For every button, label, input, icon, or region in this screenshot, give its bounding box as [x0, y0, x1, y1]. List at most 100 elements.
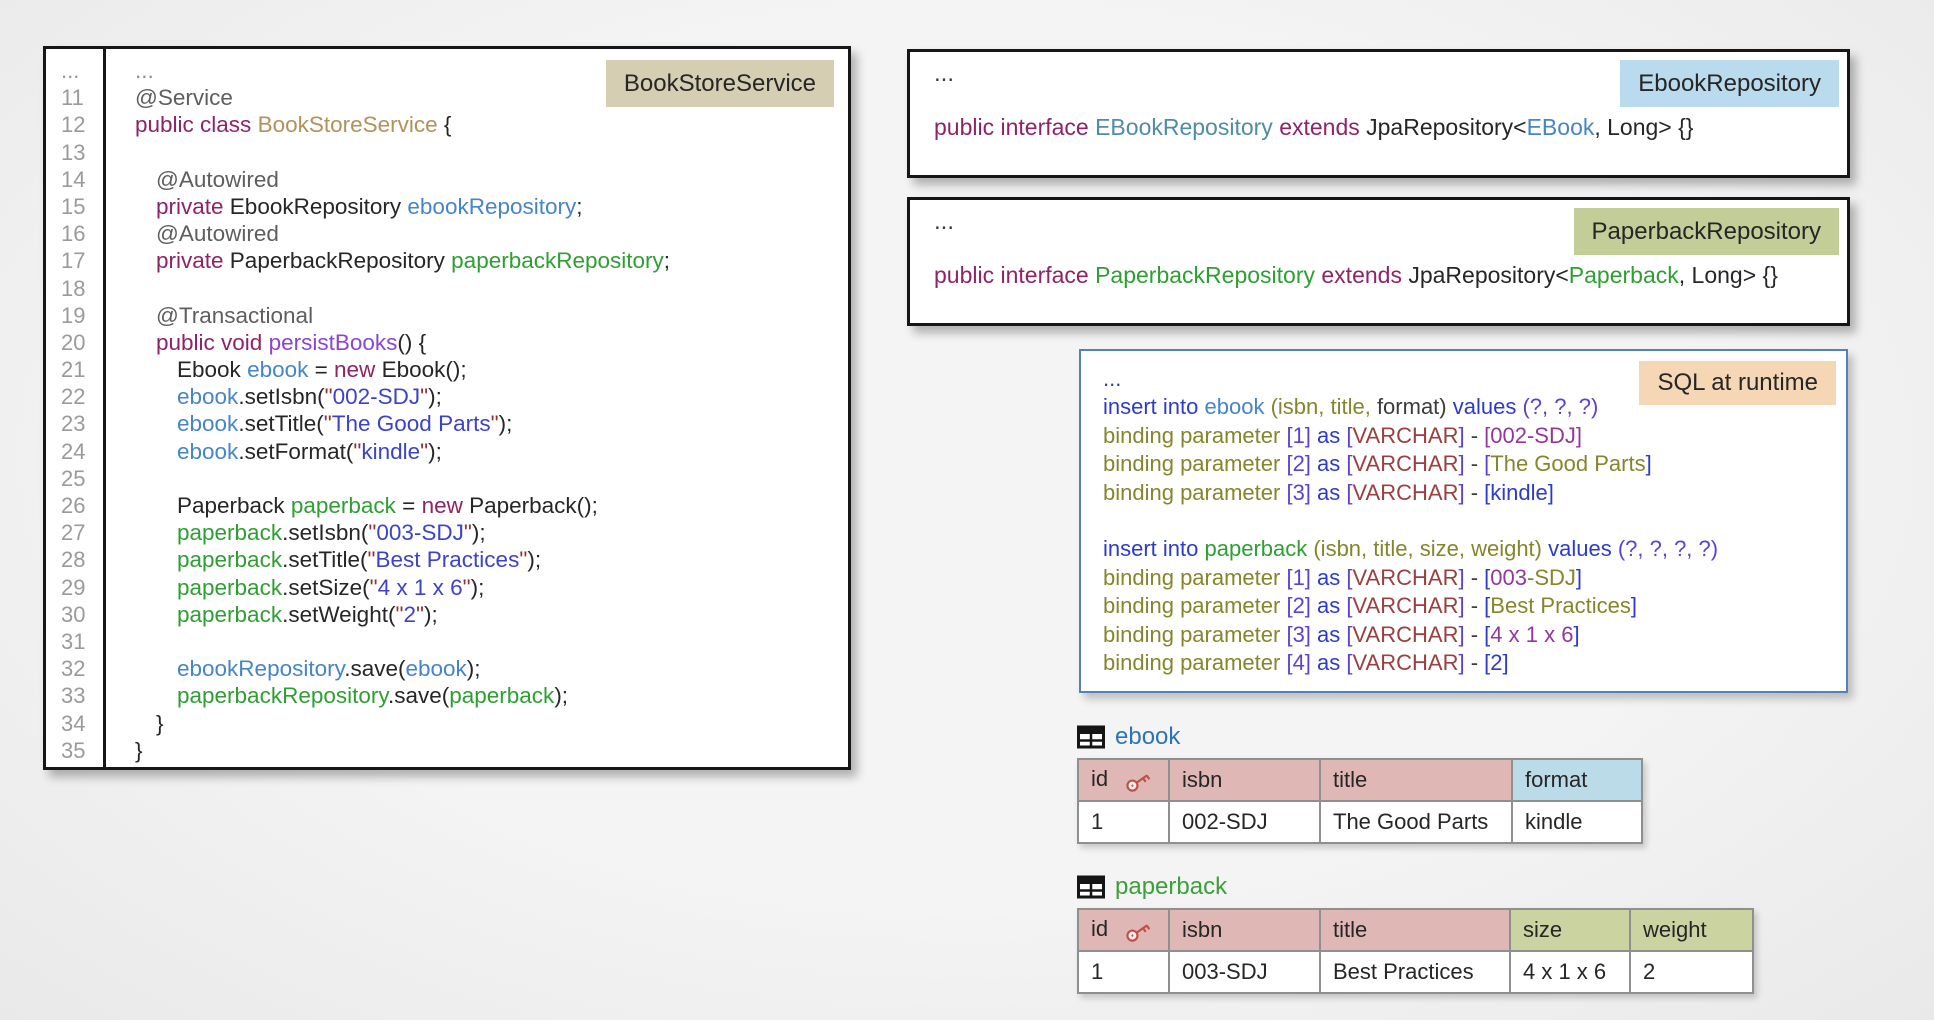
code-line: private EbookRepository ebookRepository;	[109, 193, 848, 220]
code-token: "	[323, 411, 332, 437]
code-token: EBook	[1526, 114, 1595, 140]
code-line: ebook.setIsbn("002-SDJ");	[109, 383, 848, 410]
column-label: id	[1091, 766, 1109, 792]
code-token: -	[1470, 649, 1485, 675]
code-token: 003-SDJ	[376, 520, 464, 546]
code-token: (isbn, title,	[1270, 394, 1377, 420]
code-token: 2	[403, 601, 416, 627]
table-cell: kindle	[1511, 800, 1643, 844]
code-token: [	[1484, 564, 1491, 590]
code-token: as	[1317, 649, 1347, 675]
code-token: kindle	[361, 438, 421, 464]
code-token: .setWeight(	[282, 601, 396, 627]
code-token: paperbackRepository	[451, 248, 664, 274]
sql-line: binding parameter [1] as [VARCHAR] - [00…	[1103, 422, 1840, 450]
code-token: .setFormat(	[238, 438, 354, 464]
code-token: EbookRepository	[229, 193, 408, 219]
code-token: format	[1376, 394, 1440, 420]
code-token: Paperback	[1568, 262, 1679, 288]
code-token: .setIsbn(	[282, 520, 369, 546]
code-token: private	[156, 248, 230, 274]
code-token: [kindle]	[1484, 479, 1554, 505]
code-token: .save(	[387, 683, 450, 709]
code-token: persistBooks	[268, 329, 398, 355]
line-number: 23	[61, 411, 86, 437]
column-label: size	[1523, 917, 1563, 942]
code-line: @Autowired	[109, 220, 848, 247]
code-token: [	[1346, 479, 1353, 505]
column-header: isbn	[1168, 758, 1321, 802]
code-token: as	[1317, 479, 1347, 505]
code-token: }	[156, 710, 164, 736]
code-token: [1]	[1286, 564, 1318, 590]
line-number: 35	[61, 737, 86, 763]
column-label: format	[1525, 767, 1588, 792]
code-token: .setSize(	[282, 574, 370, 600]
column-label: weight	[1643, 917, 1707, 942]
line-number: 15	[61, 193, 86, 219]
code-token: ...	[135, 58, 154, 83]
line-number: 16	[61, 221, 86, 247]
paperbackrepository-badge: PaperbackRepository	[1573, 208, 1839, 255]
line-number: ...	[61, 58, 80, 83]
sql-log: ...insert into ebook (isbn, title, forma…	[1103, 365, 1840, 677]
code-token: values	[1452, 394, 1523, 420]
code-token: );	[554, 683, 569, 709]
code-token: "	[395, 601, 404, 627]
code-token: );	[471, 520, 486, 546]
code-token: [	[1484, 621, 1491, 647]
code-token: The Good Parts	[331, 411, 491, 437]
code-token: Best Practices	[375, 547, 520, 573]
code-token: public class	[135, 112, 258, 138]
code-token: Ebook	[177, 357, 248, 383]
code-token: -	[1470, 422, 1485, 448]
line-number: 13	[61, 139, 86, 165]
code-token: PaperbackRepository	[1095, 262, 1322, 288]
primary-key-icon	[1126, 923, 1151, 942]
code-token: @Service	[135, 85, 233, 111]
line-number: 12	[61, 112, 86, 138]
code-token: );	[470, 574, 485, 600]
table-name: paperback	[1115, 873, 1228, 900]
code-token: .setTitle(	[238, 411, 324, 437]
code-token: =	[402, 493, 422, 518]
code-token: paperbackRepository	[177, 683, 388, 709]
code-line: ...	[109, 57, 848, 84]
sql-line: binding parameter [3] as [VARCHAR] - [4 …	[1103, 621, 1840, 649]
code-token: , Long> {}	[1594, 114, 1694, 140]
code-token: binding parameter	[1103, 564, 1287, 590]
code-token: [2]	[1484, 649, 1509, 675]
table-title: ebook	[1077, 722, 1643, 752]
code-line: }	[109, 710, 848, 737]
code-token: Paperback();	[469, 493, 598, 518]
code-token: extends	[1279, 114, 1367, 140]
line-number: 18	[61, 275, 86, 301]
table-icon	[1077, 875, 1105, 899]
code-line	[109, 275, 848, 302]
code-token: paperback	[177, 547, 283, 573]
column-label: title	[1333, 917, 1368, 942]
column-header: size	[1509, 908, 1631, 952]
line-number: 24	[61, 438, 86, 464]
code-token: binding parameter	[1103, 593, 1287, 619]
code-token: [2]	[1286, 593, 1318, 619]
primary-key-icon	[1126, 773, 1151, 792]
column-header: id	[1077, 908, 1170, 952]
code-token: BookStoreService	[257, 112, 444, 138]
ebookrepository-panel: ... EbookRepository public interface EBo…	[907, 49, 1850, 178]
code-token: 4 x 1 x 6	[1490, 621, 1574, 647]
code-token: (?, ?, ?)	[1522, 394, 1599, 420]
sql-line: insert into paperback (isbn, title, size…	[1103, 535, 1840, 563]
column-label: isbn	[1182, 767, 1223, 792]
column-header: weight	[1629, 908, 1754, 952]
code-token: as	[1317, 564, 1347, 590]
code-token: }	[135, 737, 143, 763]
line-number: 25	[61, 465, 86, 491]
code-token: EBookRepository	[1095, 114, 1280, 140]
code-line: paperbackRepository.save(paperback);	[109, 682, 848, 709]
code-token: ebook	[177, 411, 239, 437]
code-token: 002-SDJ	[332, 384, 421, 410]
